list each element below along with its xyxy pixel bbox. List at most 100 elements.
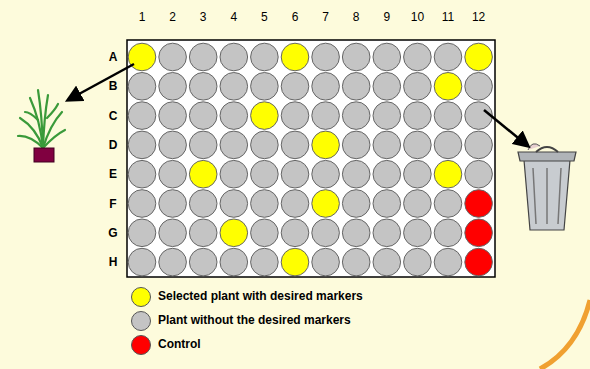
well — [189, 160, 217, 188]
well — [220, 73, 248, 101]
legend-text: Control — [158, 338, 201, 351]
well — [159, 73, 187, 101]
well — [159, 102, 187, 130]
corner-arc — [540, 300, 590, 369]
well — [373, 160, 401, 188]
well — [281, 160, 309, 188]
well — [404, 73, 432, 101]
well — [434, 160, 462, 188]
well — [342, 43, 370, 71]
plate-outline — [127, 40, 495, 277]
well — [220, 190, 248, 218]
well — [220, 102, 248, 130]
well — [312, 160, 340, 188]
well — [251, 190, 279, 218]
legend-swatch — [131, 311, 151, 331]
well — [342, 73, 370, 101]
well — [251, 160, 279, 188]
well — [342, 131, 370, 159]
well — [189, 219, 217, 247]
column-number: 8 — [353, 11, 360, 23]
well — [342, 160, 370, 188]
well — [312, 102, 340, 130]
well — [342, 190, 370, 218]
legend-swatch — [131, 335, 151, 355]
well — [251, 248, 279, 276]
well — [465, 219, 493, 247]
well — [281, 248, 309, 276]
row-letter: A — [109, 51, 118, 63]
well — [128, 102, 156, 130]
column-number: 7 — [322, 11, 329, 23]
column-number: 4 — [230, 11, 237, 23]
well — [465, 73, 493, 101]
column-number: 5 — [261, 11, 268, 23]
well — [128, 248, 156, 276]
well — [373, 73, 401, 101]
column-number: 9 — [383, 11, 390, 23]
well — [404, 160, 432, 188]
well — [404, 43, 432, 71]
discard-arrow — [484, 110, 528, 146]
row-letter: D — [109, 139, 118, 151]
well — [159, 248, 187, 276]
well — [281, 43, 309, 71]
well — [373, 43, 401, 71]
well — [434, 43, 462, 71]
well — [434, 190, 462, 218]
column-number: 1 — [139, 11, 146, 23]
well — [312, 43, 340, 71]
well — [373, 248, 401, 276]
well — [189, 131, 217, 159]
well — [189, 190, 217, 218]
well — [159, 190, 187, 218]
well — [465, 160, 493, 188]
row-letter: F — [109, 198, 116, 210]
well — [465, 190, 493, 218]
well — [220, 219, 248, 247]
select-arrow — [68, 64, 134, 100]
well — [465, 131, 493, 159]
row-letter: G — [108, 227, 117, 239]
column-number: 12 — [472, 11, 485, 23]
well — [128, 190, 156, 218]
well — [159, 219, 187, 247]
well — [465, 43, 493, 71]
well — [281, 102, 309, 130]
column-number: 10 — [411, 11, 424, 23]
well — [312, 248, 340, 276]
plant-icon — [18, 90, 65, 162]
well — [404, 190, 432, 218]
row-letter: C — [109, 110, 118, 122]
column-number: 2 — [169, 11, 176, 23]
well — [128, 131, 156, 159]
well — [281, 219, 309, 247]
well — [312, 190, 340, 218]
well — [159, 160, 187, 188]
well — [159, 131, 187, 159]
well — [128, 219, 156, 247]
column-number: 3 — [200, 11, 207, 23]
well — [281, 73, 309, 101]
well — [404, 248, 432, 276]
well — [220, 248, 248, 276]
well — [251, 102, 279, 130]
well — [373, 102, 401, 130]
well — [434, 248, 462, 276]
well — [251, 219, 279, 247]
well — [312, 219, 340, 247]
well — [434, 102, 462, 130]
well — [312, 131, 340, 159]
well — [128, 43, 156, 71]
well — [434, 219, 462, 247]
well — [312, 73, 340, 101]
well — [220, 43, 248, 71]
well — [373, 219, 401, 247]
well — [465, 102, 493, 130]
row-letter: H — [109, 256, 118, 268]
well — [373, 131, 401, 159]
well — [404, 131, 432, 159]
row-letter: B — [109, 80, 118, 92]
trash-bin — [518, 144, 576, 230]
well — [189, 43, 217, 71]
